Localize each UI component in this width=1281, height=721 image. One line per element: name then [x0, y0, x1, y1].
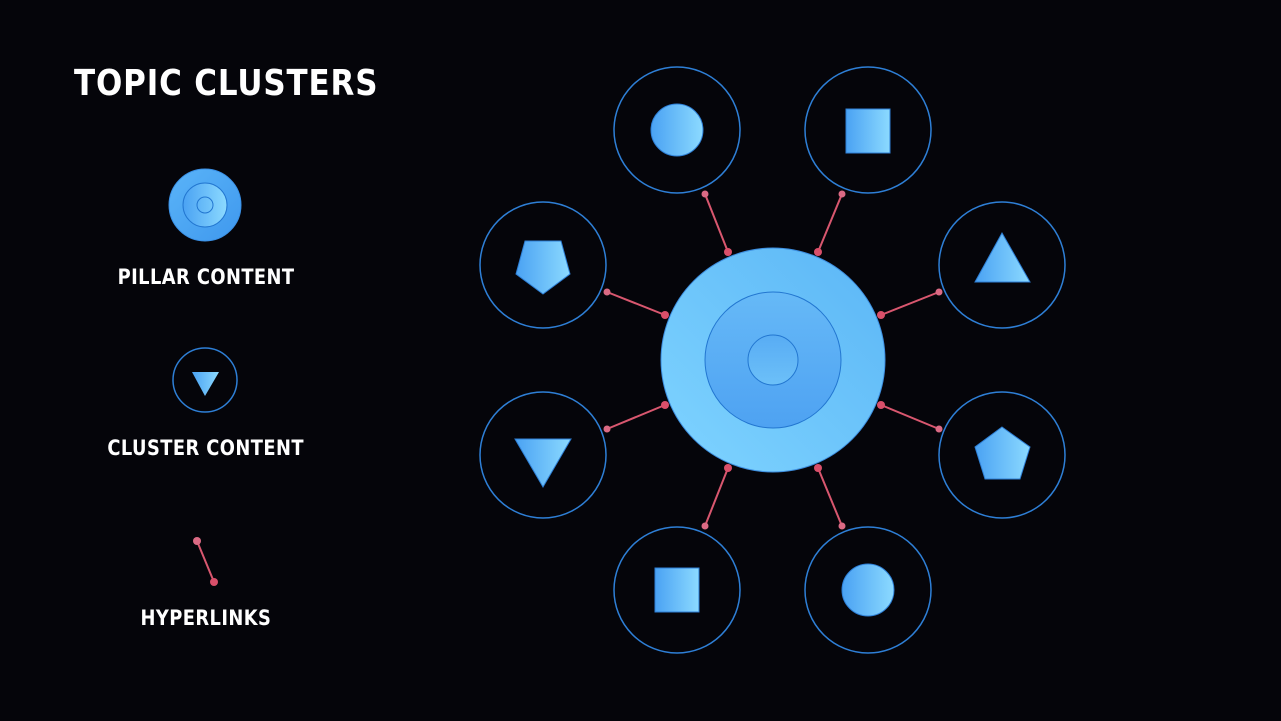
triangle-icon	[974, 231, 1031, 283]
square-icon	[654, 567, 700, 613]
page-title: TOPIC CLUSTERS	[74, 63, 379, 104]
pentagon-icon	[974, 426, 1031, 480]
cluster-triangle-icon	[172, 347, 238, 413]
pillar-node	[660, 247, 886, 473]
hyperlinks	[603, 190, 943, 530]
square-icon	[845, 108, 891, 154]
cluster-node-circle-top	[613, 66, 741, 194]
circle-icon	[841, 563, 895, 617]
cluster-node-pentagon-left	[479, 201, 607, 329]
cluster-node-circle-bottom	[804, 526, 932, 654]
cluster-node-square-bottom	[613, 526, 741, 654]
pentagon-icon	[515, 240, 571, 295]
circle-icon	[650, 103, 704, 157]
cluster-node-triangle	[938, 201, 1066, 329]
pillar-concentric-circle-icon	[168, 168, 242, 242]
hyperlink-line-icon	[193, 537, 218, 586]
legend-label-hyperlinks: HYPERLINKS	[140, 606, 272, 630]
cluster-node-square-top	[804, 66, 932, 194]
legend-label-pillar: PILLAR CONTENT	[117, 265, 295, 289]
legend-label-cluster: CLUSTER CONTENT	[107, 436, 305, 460]
cluster-node-pentagon-right	[938, 391, 1066, 519]
cluster-node-inverted-triangle	[479, 391, 607, 519]
inverted-triangle-icon	[514, 438, 572, 488]
